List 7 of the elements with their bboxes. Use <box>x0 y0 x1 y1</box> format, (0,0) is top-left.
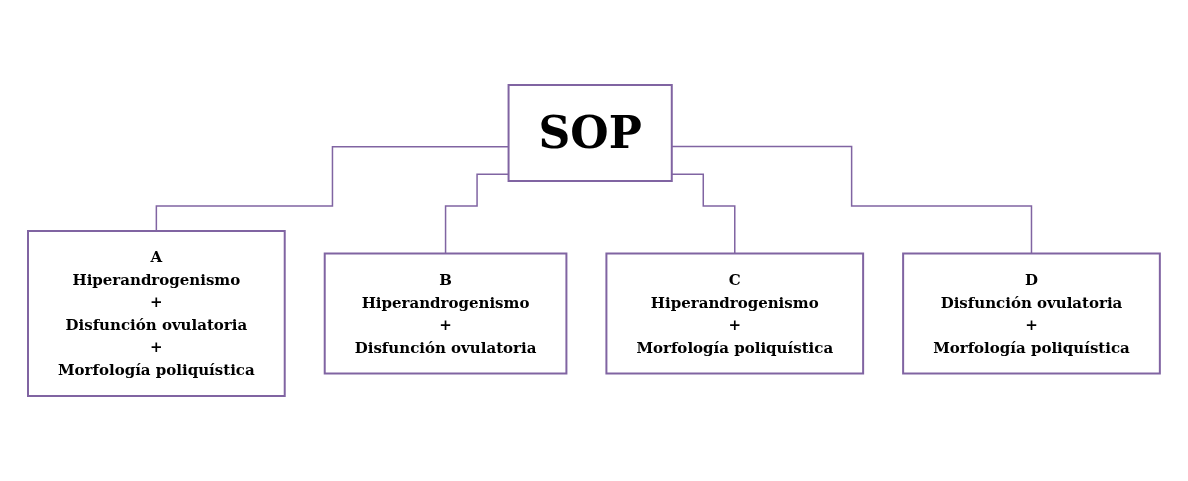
node-box: C Hiperandrogenismo + Morfología poliquística <box>605 252 865 375</box>
node-box: A Hiperandrogenismo + Disfunción ovulatoria + Morfología poliquística <box>27 230 286 397</box>
connector <box>671 173 736 255</box>
connector <box>671 145 1033 255</box>
node-box: SOP <box>507 84 673 182</box>
node-box: D Disfunción ovulatoria + Morfología poliquística <box>902 252 1161 375</box>
node-box: B Hiperandrogenismo + Disfunción ovulatoria <box>323 252 568 375</box>
